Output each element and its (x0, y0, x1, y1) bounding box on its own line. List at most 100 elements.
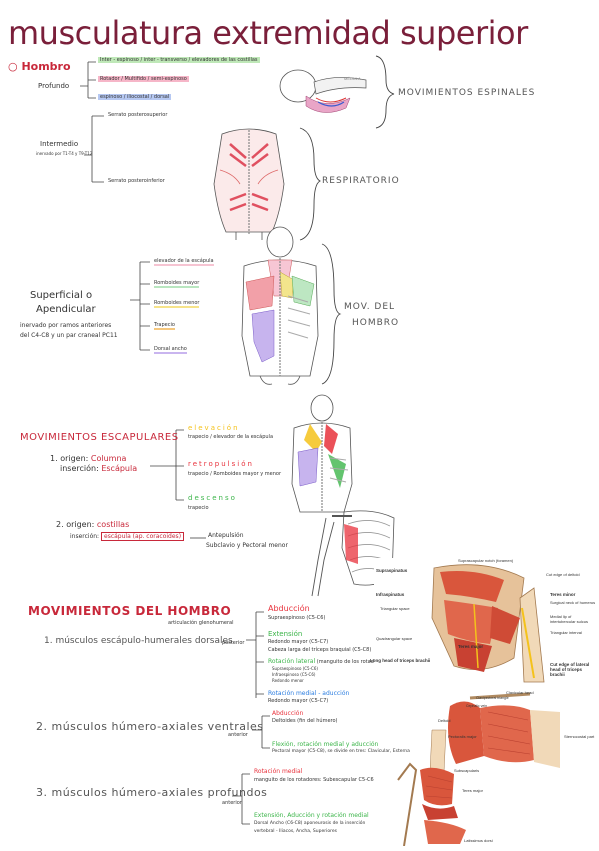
move-antepulsion-detail: Subclavio y Pectoral menor (206, 542, 288, 549)
page-title: musculatura extremidad superior (8, 14, 528, 52)
label-surgical-neck: Surgical neck of humerus (550, 600, 596, 605)
move-retropulsion-detail: trapecio / Romboides mayor y menor (188, 471, 282, 477)
label-quadrangular-space: Quadrangular space (376, 636, 413, 641)
intermedio-note: inervado por T1-T4 y T9-T12 (36, 151, 93, 156)
origen-value: Columna (90, 454, 127, 463)
hombro-group-2: 2. músculos húmero-axiales ventrales (36, 720, 264, 733)
group-respiratorio: RESPIRATORIO (322, 176, 400, 186)
label-cut-edge-deltoid: Cut edge of deltoid (546, 572, 580, 577)
origen-value: costillas (96, 520, 130, 529)
intermedio-item-1: Serrato posterosuperior (108, 112, 168, 118)
superficial-item-1: elevador de la escápula (154, 258, 214, 266)
g1-rotacion-line-2: Infraespinoso (C5-C6) (272, 672, 316, 677)
insercion-label: inserción: (60, 464, 99, 473)
superficial-item-3: Romboides menor (154, 300, 200, 308)
g2-flexion: Flexión, rotación medial y aducción (272, 741, 379, 748)
label-subscapularis: Subscapularis (454, 768, 480, 773)
superficial-note-1: inervado por ramos anteriores (20, 322, 112, 329)
apendicular-label: Apendicular (36, 304, 96, 315)
g1-rotacion-lateral: Rotación lateral (manguito de los rotado… (268, 658, 386, 665)
move-retropulsion: retropulsión (188, 460, 254, 468)
posterior-shoulder-illustration: Supraspinatus Infraspinatus Triangular s… (370, 558, 596, 684)
insercion-value: Escápula (101, 464, 138, 473)
g3-rotacion-medial: Rotación medial (254, 768, 303, 775)
g1-rotacion-medial: Rotación medial - aducción (268, 690, 350, 697)
superficial-item-4: Trapecio (154, 322, 175, 330)
thorax-illustration (304, 508, 400, 600)
hombro-group-2-tag: anterior (228, 732, 248, 738)
move-descenso-detail: trapecio (188, 505, 209, 511)
label-long-head-triceps: Long head of triceps brachii (370, 658, 431, 663)
back-illustration-superficial (234, 226, 324, 392)
bullet-icon: ○ (8, 60, 22, 73)
label-triangular-interval: Triangular interval (550, 630, 582, 635)
g3-rotacion-medial-line: manguito de los rotadores: Subescapular … (254, 777, 374, 783)
g1-extension-line-2: Cabeza larga del tríceps braquial (C5-C8… (268, 647, 372, 653)
move-elevacion: elevación (188, 424, 240, 432)
intermedio-label: Intermedio (40, 140, 79, 148)
superficial-label: Superficial o (30, 290, 93, 301)
item-number: 1. (50, 454, 58, 463)
label-suprascapular-notch: Suprascapular notch (foramen) (458, 558, 514, 563)
label-infraspinatus: Infraspinatus (376, 592, 405, 597)
insercion-value: escápula (ap. coracoides) (101, 532, 185, 541)
deep-shoulder-illustration: Subscapularis Teres major Latissimus dor… (394, 760, 520, 847)
label-teres-minor: Teres minor (550, 592, 576, 597)
origen-label: origen: (66, 520, 95, 529)
g1-extension-line-1: Redondo mayor (C5-C7) (268, 639, 329, 645)
profundo-label: Profundo (38, 82, 70, 90)
move-elevacion-detail: trapecio / elevador de la escápula (188, 434, 274, 440)
vertebra-illustration: MÉDULA (266, 52, 370, 122)
escapulares-item1-insercion: inserción: Escápula (60, 464, 137, 473)
label-cut-edge-triceps: Cut edge of lateral head of triceps brac… (550, 662, 590, 677)
g1-rotacion-line-1: Supraespinoso (C5-C6) (272, 666, 318, 671)
g3-extension: Extensión, Aducción y rotación medial (254, 812, 369, 819)
label-latissimus-dorsi: Latissimus dorsi (464, 838, 493, 843)
label-teres-major: Teres major (458, 644, 484, 649)
profundo-item-1: Inter - espinoso / inter - transverso / … (98, 57, 260, 63)
hombro-group-3: 3. músculos húmero-axiales profundos (36, 786, 268, 799)
hombro-group-3-tag: anterior (222, 800, 242, 806)
anterior-shoulder-illustration: Clavicular head Clavipectoral triangle C… (410, 690, 596, 773)
profundo-item-2: Rotador / Multifido / semi-espinoso (98, 76, 189, 82)
g2-abduccion-line: Deltoides (fin del húmero) (272, 718, 338, 724)
g1-abduccion: Abducción (268, 604, 310, 613)
hombro-group-1: 1. músculos escápulo-humerales dorsales (44, 636, 233, 646)
intermedio-item-2: Serrato posteroinferior (108, 178, 165, 184)
label-cephalic-vein: Cephalic vein (466, 704, 488, 708)
g1-rotacion-lateral-note: (manguito de los rotadores) (316, 659, 387, 665)
g1-extension: Extensión (268, 630, 303, 638)
superficial-item-2: Romboides mayor (154, 280, 200, 288)
back-illustration-serratos (200, 124, 298, 242)
origen-label: origen: (60, 454, 89, 463)
label-sternocostal: Sternocostal part (564, 734, 595, 739)
hombro-mov-subheading: articulación glenohumeral (168, 620, 234, 626)
profundo-item-3: espinoso / iliocostal / dorsal (98, 94, 172, 100)
back-illustration-escapular (286, 394, 358, 518)
g1-rotacion-line-3: Redondo menor (272, 678, 304, 683)
hombro-mov-heading: MOVIMIENTOS DEL HOMBRO (28, 604, 232, 618)
label-supraspinatus: Supraspinatus (376, 568, 408, 573)
label-triangular-space: Triangular space (380, 606, 410, 611)
move-descenso: descenso (188, 494, 237, 502)
g1-rotacion-medial-line: Redondo mayor (C5-C7) (268, 698, 329, 704)
hombro-heading: ○ Hombro (8, 60, 71, 73)
label-medial-lip: Medial lip of intertubercular sulcus (550, 614, 589, 624)
label-pectoralis-major: Pectoralis major (448, 734, 477, 739)
group-movimientos-espinales: MOVIMIENTOS ESPINALES (398, 88, 536, 98)
escapulares-item2-insercion: inserción: escápula (ap. coracoides) (70, 532, 185, 541)
figure-label: MÉDULA (344, 76, 361, 81)
g2-abduccion: Abducción (272, 710, 304, 717)
g3-extension-line-2: vertebral - Iliacos, Ancha, Superiores (254, 829, 337, 834)
group-mov-del: MOV. DEL (344, 302, 396, 312)
move-antepulsion: Antepulsión (208, 532, 244, 539)
superficial-item-5: Dorsal ancho (154, 346, 187, 354)
label-deltoid: Deltoid (438, 718, 451, 723)
item-number: 2. (56, 520, 64, 529)
escapulares-item2-origen: 2. origen: costillas (56, 520, 129, 529)
g1-abduccion-line: Supraespinoso (C5-C6) (268, 615, 326, 621)
superficial-note-2: del C4-C8 y un par craneal PC11 (20, 332, 118, 339)
escapulares-heading: MOVIMIENTOS ESCAPULARES (20, 432, 179, 443)
group-hombro: HOMBRO (352, 318, 400, 328)
